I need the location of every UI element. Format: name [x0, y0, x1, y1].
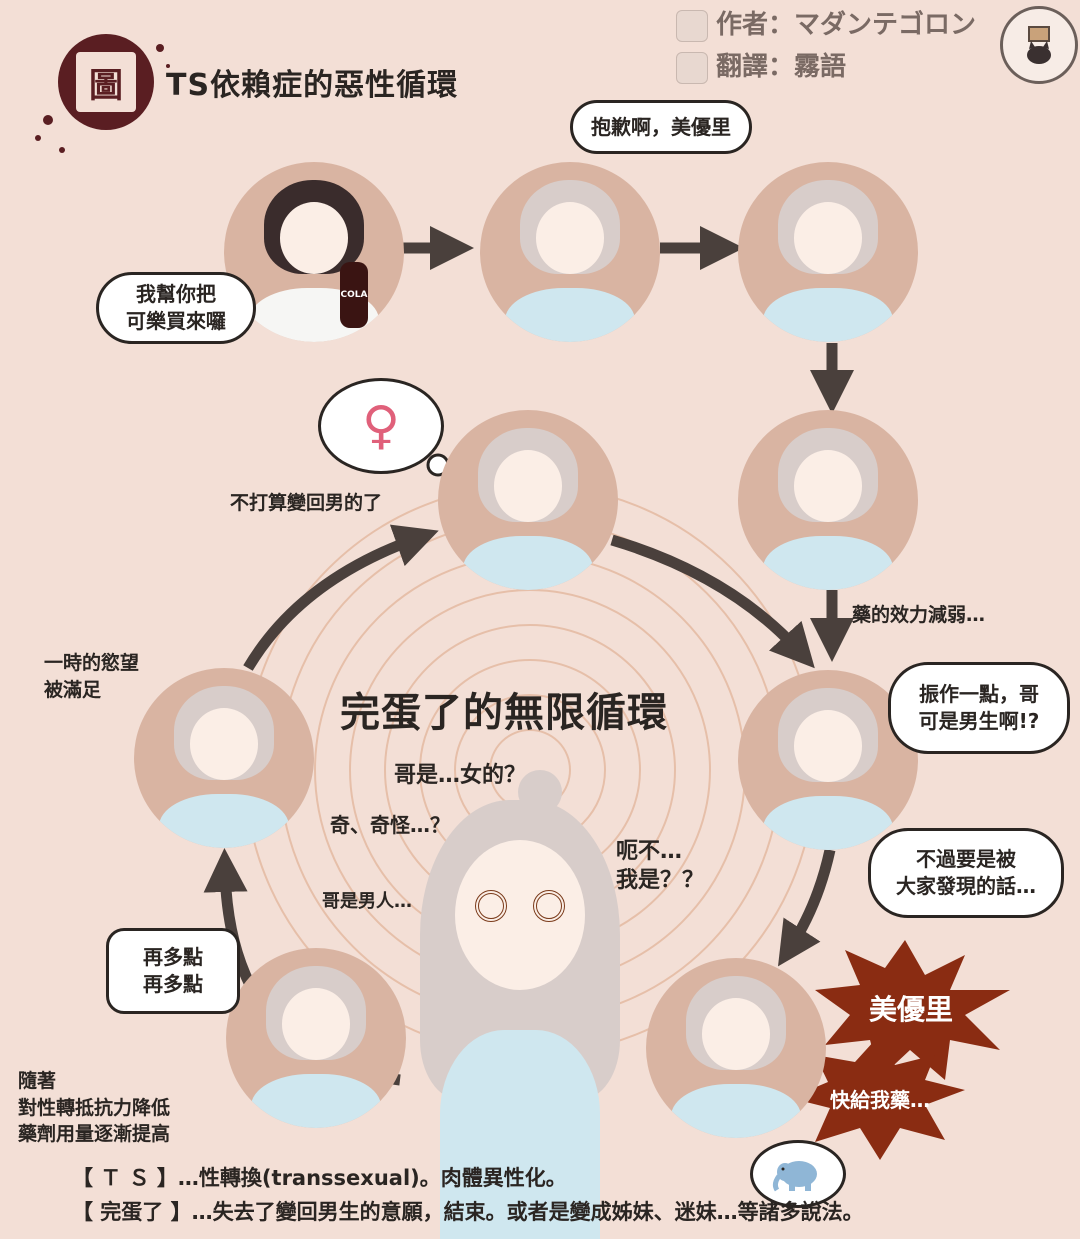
translator-text: 翻譯：霧語	[716, 52, 847, 82]
face	[793, 709, 863, 782]
face	[189, 707, 259, 780]
shirt	[251, 1074, 381, 1128]
female-symbol-icon: ♀	[361, 395, 401, 456]
label-no-return: 不打算變回男的了	[230, 492, 383, 514]
portrait-brother-apologizing	[480, 162, 660, 342]
straight-arrows	[378, 226, 854, 662]
section-badge: 圖	[58, 34, 154, 130]
cola-label: COLA	[340, 290, 368, 300]
portrait-brother-drinking	[738, 162, 918, 342]
shout-star-2	[790, 1040, 965, 1160]
author-avatar-icon	[676, 9, 708, 42]
label-tolerance: 隨著 對性轉抵抗力降低 藥劑用量逐漸提高	[18, 1070, 171, 1146]
shirt	[505, 288, 635, 342]
shirt	[763, 536, 893, 590]
label-desire: 一時的慾望 被滿足	[44, 652, 140, 701]
speech-bubble-buy-cola: 我幫你把 可樂買來囉	[96, 272, 256, 344]
shirt	[763, 288, 893, 342]
shirt	[763, 796, 893, 850]
translator-credit: 翻譯：霧語	[676, 46, 846, 84]
shirt	[440, 1030, 600, 1239]
speech-bubble-pull-together: 振作一點，哥 可是男生啊!?	[888, 662, 1070, 754]
speech-bubble-sorry: 抱歉啊，美優里	[570, 100, 752, 154]
thought-bubble-elephant	[750, 1140, 846, 1208]
portrait-screaming	[646, 958, 826, 1138]
portrait-transformed-surprised	[738, 410, 918, 590]
spiral-eye-right-icon	[533, 890, 565, 922]
speech-bubble-if-found: 不過要是被 大家發現的話…	[868, 828, 1064, 918]
thought-girl: 哥是…女的？	[394, 763, 527, 788]
shout-give-medicine: 快給我藥…	[830, 1088, 930, 1112]
shirt	[671, 1084, 801, 1138]
face	[793, 449, 863, 522]
thought-man: 哥是男人…	[322, 891, 412, 912]
spiral-eye-left-icon	[475, 890, 507, 922]
note-ts: 【 Ｔ Ｓ 】…性轉換(transsexual)。肉體異性化。	[72, 1166, 567, 1190]
face	[793, 201, 863, 274]
speech-bubble-more: 再多點 再多點	[106, 928, 240, 1014]
author-credit: 作者：マダンテゴロン	[676, 4, 976, 42]
thought-no: 呃不… 我是？？	[616, 839, 705, 893]
translator-avatar-icon	[676, 51, 708, 84]
shirt	[463, 536, 593, 590]
thought-bubble-female: ♀	[318, 378, 444, 474]
elephant-icon	[772, 1161, 817, 1192]
author-text: 作者：マダンテゴロン	[716, 10, 977, 40]
shout-miyuri: 美優里	[868, 993, 953, 1026]
portrait-satisfied	[134, 668, 314, 848]
face	[493, 449, 563, 522]
face	[535, 201, 605, 274]
center-title: 完蛋了的無限循環	[340, 690, 668, 736]
note-done: 【 完蛋了 】…失去了變回男生的意願，結束。或者是變成姊妹、迷妹…等諸多說法。	[72, 1199, 864, 1224]
shirt	[159, 794, 289, 848]
central-panicking-girl	[400, 770, 640, 1239]
page-title: TS依賴症的惡性循環	[166, 68, 459, 103]
splatter	[35, 44, 170, 153]
shout-star-1	[815, 940, 1010, 1080]
cola-bottle-icon: COLA	[340, 262, 368, 328]
portrait-happy-girl	[438, 410, 618, 590]
face	[281, 987, 351, 1060]
cat-box-logo-icon	[1000, 6, 1078, 84]
face	[279, 201, 349, 274]
footnotes: 【 Ｔ Ｓ 】…性轉換(transsexual)。肉體異性化。 【 完蛋了 】……	[72, 1162, 864, 1229]
portrait-drinking-more	[226, 948, 406, 1128]
face	[455, 840, 585, 990]
badge-character: 圖	[76, 52, 136, 112]
label-weakening: 藥的效力減弱…	[852, 604, 986, 626]
face	[701, 997, 771, 1070]
thought-strange: 奇、奇怪…？	[330, 813, 450, 837]
